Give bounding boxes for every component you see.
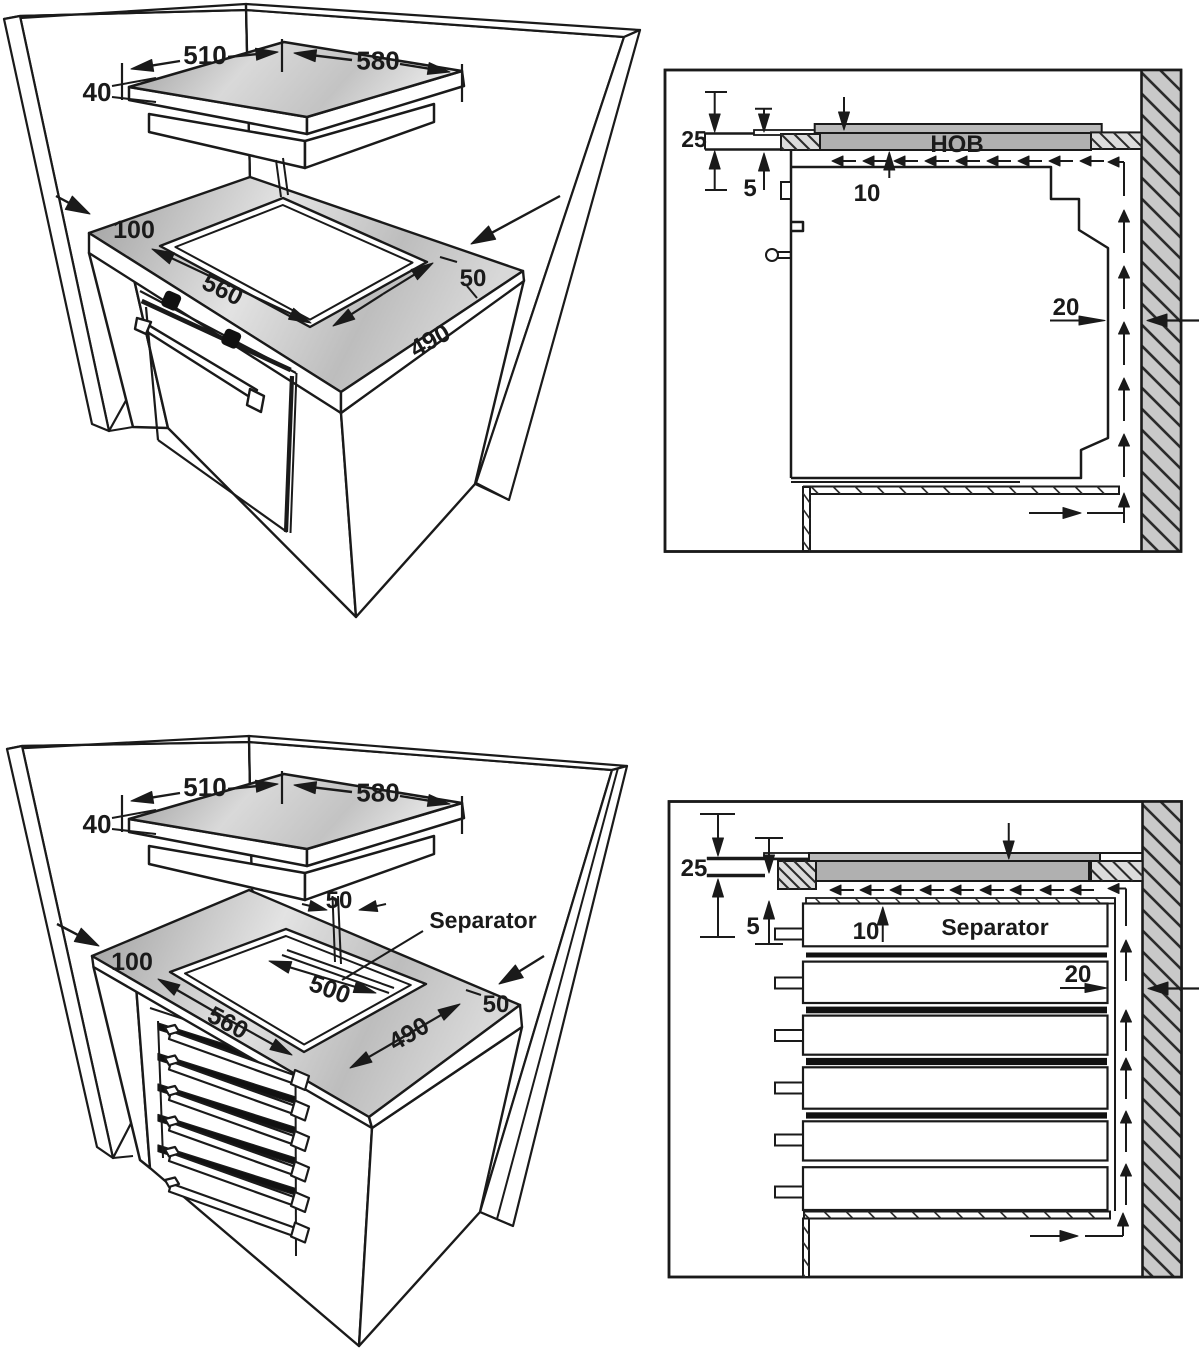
svg-text:HOB: HOB: [930, 131, 983, 158]
svg-text:510: 510: [183, 772, 226, 802]
svg-text:510: 510: [183, 40, 226, 70]
svg-text:Separator: Separator: [941, 914, 1048, 940]
svg-text:100: 100: [113, 216, 155, 244]
svg-text:10: 10: [853, 918, 880, 945]
svg-text:580: 580: [356, 777, 399, 807]
svg-text:5: 5: [743, 175, 756, 202]
svg-text:50: 50: [460, 265, 487, 292]
svg-text:100: 100: [111, 948, 153, 976]
svg-text:25: 25: [681, 126, 707, 152]
svg-text:40: 40: [83, 77, 112, 107]
svg-text:50: 50: [326, 887, 353, 914]
svg-text:5: 5: [746, 913, 759, 940]
svg-text:40: 40: [83, 809, 112, 839]
svg-text:Separator: Separator: [429, 907, 536, 933]
svg-text:580: 580: [356, 45, 399, 75]
svg-text:10: 10: [854, 180, 881, 207]
svg-text:20: 20: [1053, 294, 1080, 321]
svg-text:50: 50: [483, 991, 510, 1018]
svg-text:25: 25: [681, 855, 708, 882]
